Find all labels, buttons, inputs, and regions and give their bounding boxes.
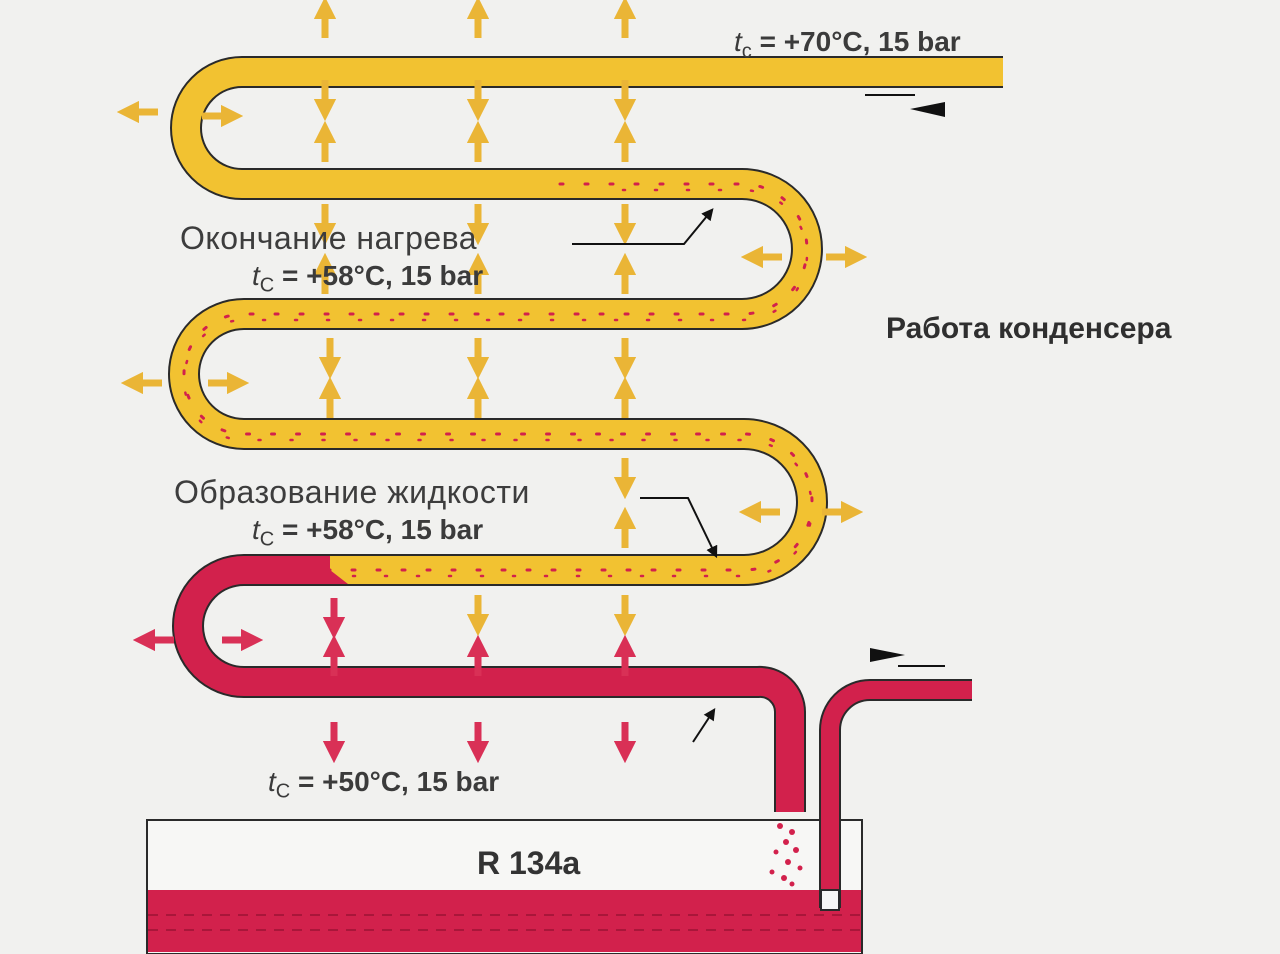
top-condition-label: tc = +70°C, 15 bar [734, 26, 961, 63]
heating-end-condition: tC = +58°C, 15 bar [252, 260, 484, 297]
liquid-coil [172, 554, 807, 812]
panel-title: Работа конденсера [886, 312, 1172, 345]
flow-direction-markers [865, 94, 945, 667]
receiver-tank [146, 819, 863, 954]
heat-arrows-liquid [132, 598, 637, 764]
outlet-pipe [819, 679, 972, 911]
annotation-pointers [572, 208, 718, 743]
heating-end-title: Окончание нагрева [180, 220, 478, 256]
liquid-formation-title: Образование жидкости [174, 474, 530, 510]
liquid-formation-condition: tC = +58°C, 15 bar [252, 514, 484, 551]
tank-label: R 134a [477, 845, 581, 881]
heat-arrows-gas [116, 0, 868, 637]
bottom-condition-label: tC = +50°C, 15 bar [268, 766, 500, 803]
gas-coil [168, 56, 1003, 586]
